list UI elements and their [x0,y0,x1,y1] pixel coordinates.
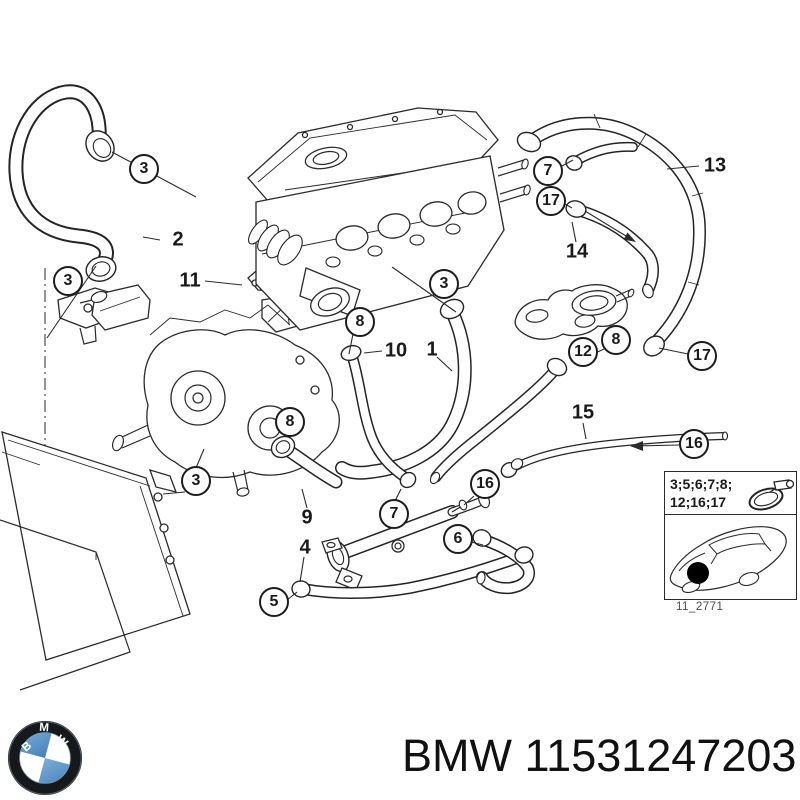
svg-text:M: M [39,721,50,735]
part-label-15[interactable]: 15 [571,401,595,424]
footer: B M W BMW 11531247203 [0,712,800,800]
hose-clamp-icon [748,479,795,511]
part-label-2[interactable]: 2 [172,228,184,251]
part-label-11[interactable]: 11 [179,269,201,292]
bmw-roundel-logo: B M W [7,721,83,796]
coolant-pipe [321,491,490,591]
clamp-ref-line1: 3;5;6;7;8; [670,476,733,492]
callout-8[interactable]: 8 [601,325,631,355]
diagram-line-art [0,0,729,691]
radiator [0,431,191,691]
part-label-14[interactable]: 14 [565,240,589,263]
part-label-4[interactable]: 4 [299,536,311,559]
callout-5[interactable]: 5 [259,587,289,617]
clamp-legend-box: 3;5;6;7;8; 12;16;17 [664,471,797,600]
roundel-quadrants [20,732,70,784]
callout-7[interactable]: 7 [533,156,563,186]
callout-17[interactable]: 17 [536,186,566,216]
expansion-tank [79,284,151,331]
engine-cylinder-head [247,107,531,331]
part-number-title: BMW 11531247203 [402,730,797,781]
car-location-cell [665,515,796,599]
part-label-1[interactable]: 1 [426,338,438,361]
clamp-legend-header: 3;5;6;7;8; 12;16;17 [665,472,796,515]
callout-8[interactable]: 8 [345,307,375,337]
callout-6[interactable]: 6 [443,524,473,554]
callout-16[interactable]: 16 [470,469,500,499]
callout-3[interactable]: 3 [53,266,83,296]
part-label-13[interactable]: 13 [703,154,727,177]
hose-end-cuffs [85,130,729,598]
part-label-10[interactable]: 10 [384,339,408,362]
drawing-code: 11_2771 [676,601,724,613]
callout-16[interactable]: 16 [679,429,709,459]
callout-8[interactable]: 8 [275,407,305,437]
callout-3[interactable]: 3 [429,269,459,299]
hose-14 [578,210,653,290]
car-location-icon [669,526,787,594]
clamp-ref-line2: 12;16;17 [670,494,727,510]
hose-13 [531,113,703,343]
part-label-9[interactable]: 9 [301,506,313,529]
callout-3[interactable]: 3 [129,154,159,184]
callout-7[interactable]: 7 [379,499,409,529]
callout-17[interactable]: 17 [687,341,717,371]
callout-3[interactable]: 3 [181,466,211,496]
hose-2 [16,92,107,262]
callout-12[interactable]: 12 [568,337,598,367]
hose-7-short [576,147,633,161]
thermostat-flange [514,284,635,340]
location-dot [687,562,709,584]
